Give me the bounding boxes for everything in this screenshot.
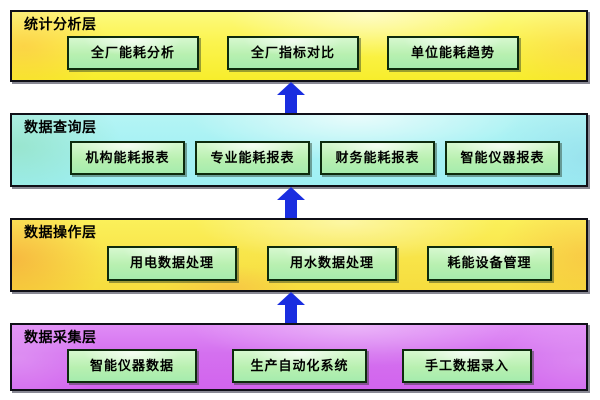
node-shougong-shuju-luru[interactable]: 手工数据录入 <box>402 349 532 383</box>
layer-title-data-query: 数据查询层 <box>24 120 97 136</box>
layer-title-data-acquisition: 数据采集层 <box>24 330 97 346</box>
node-label: 财务能耗报表 <box>335 150 420 166</box>
node-label: 生产自动化系统 <box>250 358 349 374</box>
layer-data-query: 数据查询层 机构能耗报表 专业能耗报表 财务能耗报表 智能仪器报表 <box>10 113 588 187</box>
node-label: 耗能设备管理 <box>447 256 532 271</box>
node-jigou-nenghao-baobiao[interactable]: 机构能耗报表 <box>70 141 185 175</box>
layer-data-operation: 数据操作层 用电数据处理 用水数据处理 耗能设备管理 <box>10 218 588 292</box>
node-label: 专业能耗报表 <box>210 150 295 166</box>
arrow-query-to-analysis-icon <box>276 82 306 113</box>
node-danwei-nenghao-qushi[interactable]: 单位能耗趋势 <box>387 36 519 70</box>
node-caiwu-nenghao-baobiao[interactable]: 财务能耗报表 <box>320 141 435 175</box>
node-label: 智能仪器数据 <box>89 358 174 374</box>
node-label: 手工数据录入 <box>424 358 509 374</box>
node-label: 全厂能耗分析 <box>90 45 175 61</box>
layer-title-data-operation: 数据操作层 <box>24 225 97 241</box>
node-label: 用水数据处理 <box>289 256 374 271</box>
arrow-operation-to-query-icon <box>276 187 306 218</box>
node-zhineng-yiqi-shuju[interactable]: 智能仪器数据 <box>67 349 197 383</box>
node-label: 全厂指标对比 <box>250 45 335 61</box>
node-label: 机构能耗报表 <box>85 150 170 166</box>
node-shengchan-zidonghua-xitong[interactable]: 生产自动化系统 <box>232 349 367 383</box>
node-quanchang-nenghao-fenxi[interactable]: 全厂能耗分析 <box>67 36 199 70</box>
layer-title-statistical-analysis: 统计分析层 <box>24 17 97 33</box>
node-zhineng-yiqi-baobiao[interactable]: 智能仪器报表 <box>445 141 560 175</box>
node-quanchang-zhibiao-duibi[interactable]: 全厂指标对比 <box>227 36 359 70</box>
node-yongdian-shuju-chuli[interactable]: 用电数据处理 <box>107 246 237 281</box>
layer-data-acquisition: 数据采集层 智能仪器数据 生产自动化系统 手工数据录入 <box>10 323 588 391</box>
node-label: 单位能耗趋势 <box>410 45 495 61</box>
layer-statistical-analysis: 统计分析层 全厂能耗分析 全厂指标对比 单位能耗趋势 <box>10 10 588 82</box>
node-label: 智能仪器报表 <box>460 150 545 166</box>
node-yongshui-shuju-chuli[interactable]: 用水数据处理 <box>267 246 397 281</box>
node-hongneng-shebei-guanli[interactable]: 耗能设备管理 <box>427 246 552 281</box>
node-zhuanye-nenghao-baobiao[interactable]: 专业能耗报表 <box>195 141 310 175</box>
node-label: 用电数据处理 <box>129 256 214 271</box>
arrow-acquisition-to-operation-icon <box>276 292 306 323</box>
